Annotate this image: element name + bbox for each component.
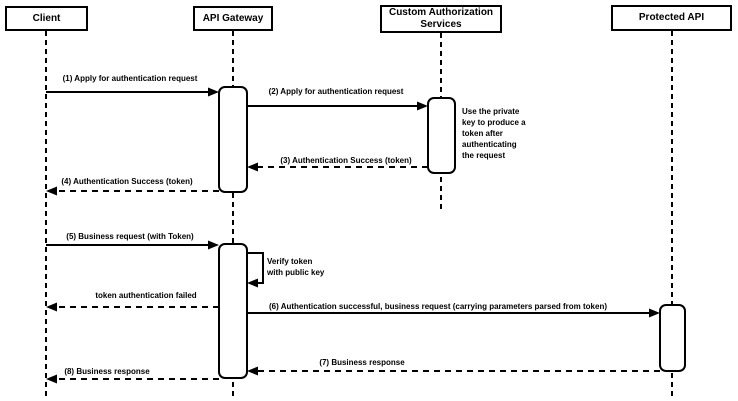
- self-message-arrow: [247, 252, 264, 288]
- message-6-label: (6) Authentication successful, business …: [268, 302, 608, 311]
- activation-bar-custom-authorization-services: [427, 97, 456, 174]
- actor-protected-api: Protected API: [611, 5, 732, 31]
- actor-client-label: Client: [32, 12, 61, 24]
- self-message-label: Verify token with public key: [267, 257, 325, 277]
- message-5-arrow: [46, 240, 219, 250]
- activation-bar-api-gateway-2: [218, 243, 248, 379]
- message-arrows: [46, 87, 660, 384]
- message-2-label: (2) Apply for authentication request: [268, 87, 404, 96]
- message-1-label: (1) Apply for authentication request: [62, 74, 198, 83]
- actor-client: Client: [5, 6, 88, 31]
- message-4-label: (4) Authentication Success (token): [61, 177, 193, 186]
- message-2-arrow: [247, 101, 428, 111]
- actor-api-gateway: API Gateway: [193, 6, 273, 31]
- message-failed-label: token authentication failed: [95, 291, 197, 300]
- message-4-arrow: [46, 186, 219, 196]
- message-7-label: (7) Business response: [319, 358, 405, 367]
- actor-custom-authorization-services: Custom Authorization Services: [380, 5, 502, 33]
- activation-bar-protected-api: [659, 304, 686, 372]
- actor-api-gateway-label: API Gateway: [202, 12, 264, 24]
- actor-custom-authorization-services-label: Custom Authorization Services: [388, 7, 494, 30]
- message-5-label: (5) Business request (with Token): [66, 232, 194, 241]
- actor-protected-api-label: Protected API: [638, 12, 705, 23]
- message-failed-arrow: [46, 302, 219, 312]
- message-8-label: (8) Business response: [64, 367, 150, 376]
- message-3-label: (3) Authentication Success (token): [280, 156, 412, 165]
- activation-bar-api-gateway-1: [218, 86, 248, 193]
- message-1-arrow: [46, 87, 219, 97]
- activation-bars: [218, 86, 686, 379]
- message-6-arrow: [247, 308, 660, 318]
- message-3-arrow: [247, 162, 428, 172]
- message-7-arrow: [247, 366, 660, 376]
- note-private-key: Use the private key to produce a token a…: [462, 107, 526, 160]
- message-8-arrow: [46, 374, 219, 384]
